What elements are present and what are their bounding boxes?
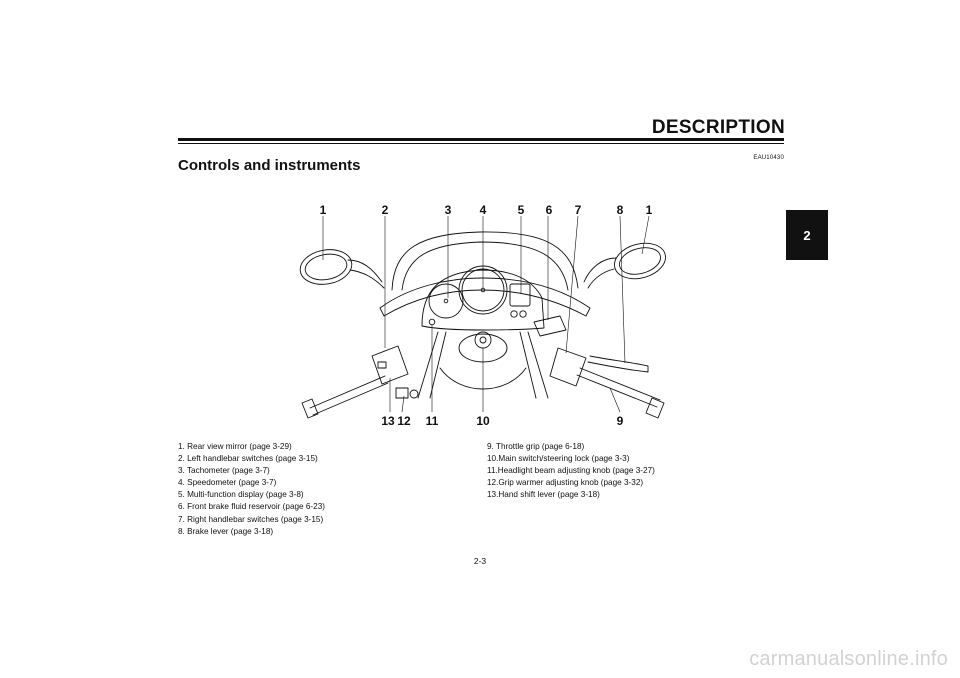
legend-item: 2. Left handlebar switches (page 3-15) [178,454,318,464]
controls-diagram: 1 2 3 4 5 6 7 8 1 13 12 11 10 9 [299,203,666,428]
callout-brake-lever: 8 [617,203,624,217]
callout-mirror-right: 1 [646,203,653,217]
headlight-beam-knob [428,318,436,326]
callout-hand-shift: 13 [381,414,395,428]
legend-item: 11.Headlight beam adjusting knob (page 3… [487,466,655,476]
callout-throttle: 9 [617,414,624,428]
legend-item: 5. Multi-function display (page 3-8) [178,490,304,500]
legend-item: 7. Right handlebar switches (page 3-15) [178,514,324,524]
grip-warmer-knob [409,389,419,399]
legend-item: 9. Throttle grip (page 6-18) [487,442,585,451]
callout-display: 5 [518,203,525,217]
section-header: DESCRIPTION [651,117,785,138]
right-handlebar [576,367,661,408]
document-code: EAU10430 [753,155,784,161]
chapter-tab[interactable]: 2 [786,210,828,260]
legend-item: 3. Tachometer (page 3-7) [178,466,270,476]
callout-reservoir: 6 [546,203,553,217]
page-number: 2-3 [473,556,487,566]
display-button-right [519,310,527,318]
watermark[interactable]: carmanualsonline.info [749,648,948,670]
main-switch-keyhole [479,336,487,344]
legend-right: 9. Throttle grip (page 6-18) 10.Main swi… [487,441,655,501]
right-grip [645,397,665,419]
legend-item: 10.Main switch/steering lock (page 3-3) [487,454,630,464]
legend-item: 6. Front brake fluid reservoir (page 6-2… [178,502,325,512]
left-handlebar [309,375,389,416]
brake-lever [587,355,649,373]
brake-fluid-reservoir [533,315,567,337]
fork-left [417,331,447,399]
fairing-outline [379,277,591,317]
left-switch-housing [371,345,409,385]
legend-item: 13.Hand shift lever (page 3-18) [487,490,600,500]
hand-shift-lever [395,387,409,399]
right-mirror-stem [583,257,617,289]
callout-speedometer: 4 [480,203,487,217]
left-mirror-glass [304,253,348,281]
tachometer-hub [443,298,449,304]
callout-right-switches: 7 [575,203,582,217]
callout-mirror-left: 1 [320,203,327,217]
left-mirror [299,249,353,285]
right-mirror-glass [619,247,661,275]
legend-item: 8. Brake lever (page 3-18) [178,526,274,536]
callout-grip-warmer: 12 [397,414,411,428]
page-title: Controls and instruments [178,157,361,174]
speedometer-hub [480,287,486,293]
header-rule-thin [178,142,784,144]
left-switch-button [377,361,387,369]
windscreen-outline [391,231,579,291]
left-grip [301,398,319,419]
left-mirror-stem [347,259,385,289]
callout-left-switches: 2 [382,203,389,217]
callout-main-switch: 10 [476,414,490,428]
legend-item: 4. Speedometer (page 3-7) [178,478,277,488]
tachometer [428,283,464,319]
callout-beam-knob: 11 [426,414,439,428]
display-button-left [510,310,518,318]
legend-item: 12.Grip warmer adjusting knob (page 3-32… [487,478,644,488]
windscreen-inner [401,241,569,291]
right-switch-housing [549,347,587,387]
multi-function-display [509,283,531,307]
legend-left: 1. Rear view mirror (page 3-29) 2. Left … [178,441,325,538]
callout-tachometer: 3 [445,203,452,217]
right-mirror [614,242,666,280]
fork-right [519,331,549,399]
header-rule-thick [178,138,784,141]
cluster-housing [421,269,545,331]
legend-item: 1. Rear view mirror (page 3-29) [178,442,292,451]
